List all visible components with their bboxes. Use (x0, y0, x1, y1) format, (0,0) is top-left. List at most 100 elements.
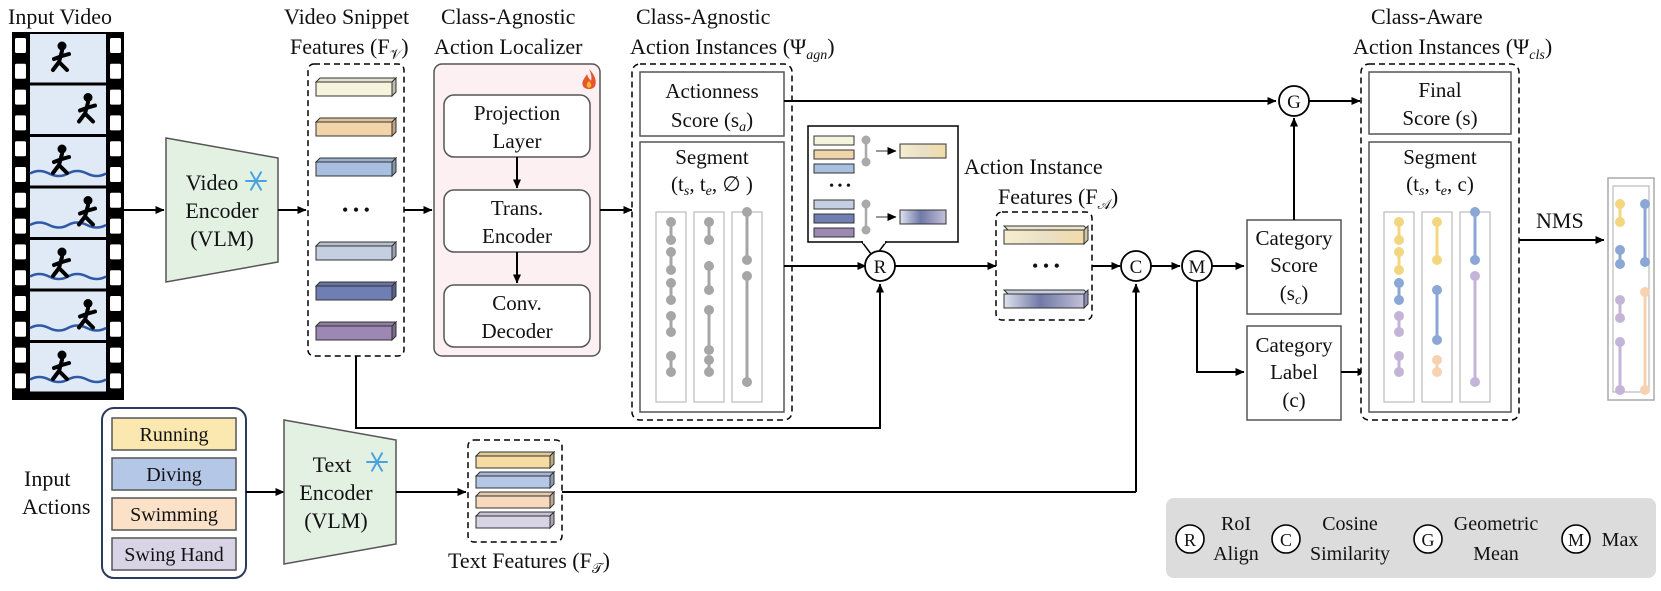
text-feature-bar (474, 490, 556, 510)
dive-icon (51, 144, 71, 175)
video-frame (30, 34, 106, 83)
svg-text:Score (s): Score (s) (1402, 106, 1477, 130)
video-encoder: Video Encoder (VLM) (165, 137, 279, 283)
walk-icon (51, 41, 71, 72)
svg-text:Segment: Segment (675, 145, 749, 169)
transformer-encoder-box: Trans. Encoder (443, 189, 591, 253)
video-encoder-line1: Video (186, 170, 238, 195)
svg-text:Segment: Segment (1403, 145, 1477, 169)
svg-text:(c): (c) (1282, 388, 1305, 412)
segment-track (1383, 211, 1415, 403)
run-icon (77, 93, 97, 124)
svg-text:G: G (1422, 530, 1435, 550)
swing-icon (51, 350, 71, 381)
segment-track (1421, 211, 1453, 403)
roi-align-inset: • • • (807, 125, 959, 260)
agnostic-title-2: Action Instances (Ψagn) (630, 34, 835, 63)
svg-text:Layer: Layer (493, 129, 542, 153)
actionness-score-box: Actionness Score (sa) (639, 71, 785, 137)
action-label: Diving (146, 464, 202, 486)
legend-geometric-mean: G Geometric Mean (1413, 513, 1538, 565)
snippet-features-title: Video Snippet (284, 4, 409, 29)
svg-text:(ts, te, c): (ts, te, c) (1406, 172, 1474, 199)
final-score-box: Final Score (s) (1368, 71, 1512, 135)
fire-icon (582, 69, 596, 89)
svg-text:R: R (874, 257, 887, 278)
snippet-feature-bar (314, 240, 398, 262)
action-label: Swimming (130, 504, 218, 526)
svg-text:Score (sa): Score (sa) (671, 108, 753, 135)
video-frame (30, 240, 106, 289)
instance-features-label: Features (F𝒜) (998, 184, 1118, 213)
svg-text:Label: Label (1270, 360, 1318, 384)
action-item: Running (111, 417, 237, 451)
roi-align-op: R (864, 250, 896, 282)
swim-head-icon (51, 247, 71, 278)
localizer-title-1: Class-Agnostic (441, 4, 576, 29)
text-features-label: Text Features (F𝒯) (448, 548, 610, 577)
svg-text:• • •: • • • (829, 179, 851, 194)
video-frame (30, 137, 106, 186)
svg-text:(ts, te, ∅ ): (ts, te, ∅ ) (671, 172, 753, 199)
projection-layer-box: Projection Layer (443, 94, 591, 158)
geometric-mean-op: G (1278, 85, 1310, 117)
action-item: Swimming (111, 497, 237, 531)
svg-text:C: C (1130, 257, 1143, 278)
legend: R RoI Align C Cosine Similarity G Geomet… (1166, 498, 1656, 578)
swim-wave-icon (77, 299, 97, 330)
svg-text:M: M (1189, 257, 1206, 278)
aware-title-1: Class-Aware (1371, 4, 1483, 29)
segment-track (1459, 207, 1491, 403)
input-actions-title-1: Input (24, 466, 70, 491)
svg-text:(sc): (sc) (1280, 281, 1308, 308)
svg-text:Encoder: Encoder (482, 224, 552, 248)
svg-text:Conv.: Conv. (492, 291, 541, 315)
snowflake-icon (245, 171, 267, 191)
svg-text:G: G (1287, 92, 1301, 113)
svg-text:Final: Final (1418, 78, 1461, 102)
nms-label: NMS (1536, 208, 1584, 233)
video-encoder-line2: Encoder (185, 198, 259, 223)
category-score-box: Category Score (sc) (1246, 219, 1342, 315)
video-filmstrip (12, 32, 124, 400)
cosine-similarity-op: C (1120, 250, 1152, 282)
snippet-feature-bar (314, 156, 398, 178)
video-frame (30, 343, 106, 392)
svg-text:Category: Category (1256, 226, 1333, 250)
snippet-feature-bars (314, 76, 398, 342)
input-actions-title-2: Actions (22, 494, 90, 519)
snippet-feature-bar (314, 76, 398, 98)
text-feature-bar (474, 510, 556, 530)
svg-text:Trans.: Trans. (491, 196, 543, 220)
svg-text:Score: Score (1270, 253, 1318, 277)
text-encoder-line3: (VLM) (304, 508, 368, 533)
agnostic-title-1: Class-Agnostic (636, 4, 771, 29)
svg-text:Actionness: Actionness (665, 79, 758, 103)
svg-text:R: R (1184, 530, 1196, 550)
aware-title-2: Action Instances (Ψcls) (1353, 34, 1552, 63)
svg-text:Align: Align (1213, 543, 1259, 565)
svg-text:Mean: Mean (1473, 543, 1519, 565)
text-encoder-line1: Text (313, 452, 352, 477)
snippet-feature-bar (314, 320, 398, 342)
text-encoder: Text Encoder (VLM) (283, 419, 397, 565)
snowflake-icon (366, 452, 388, 472)
text-feature-bars (474, 450, 556, 530)
segment-track (731, 207, 763, 403)
segment-box-agnostic: Segment (ts, te, ∅ ) (639, 141, 785, 413)
video-frame (30, 291, 106, 340)
svg-text:Projection: Projection (474, 101, 561, 125)
text-encoder-line2: Encoder (299, 480, 373, 505)
action-label: Swing Hand (124, 544, 223, 566)
localizer-title-2: Action Localizer (434, 34, 583, 59)
text-feature-bar (474, 450, 556, 470)
segment-box-aware: Segment (ts, te, c) (1368, 141, 1512, 413)
swim-icon (77, 196, 97, 227)
snippet-feature-bar (314, 116, 398, 138)
svg-text:Max: Max (1602, 529, 1639, 551)
text-feature-bar (474, 470, 556, 490)
category-label-box: Category Label (c) (1246, 325, 1342, 421)
